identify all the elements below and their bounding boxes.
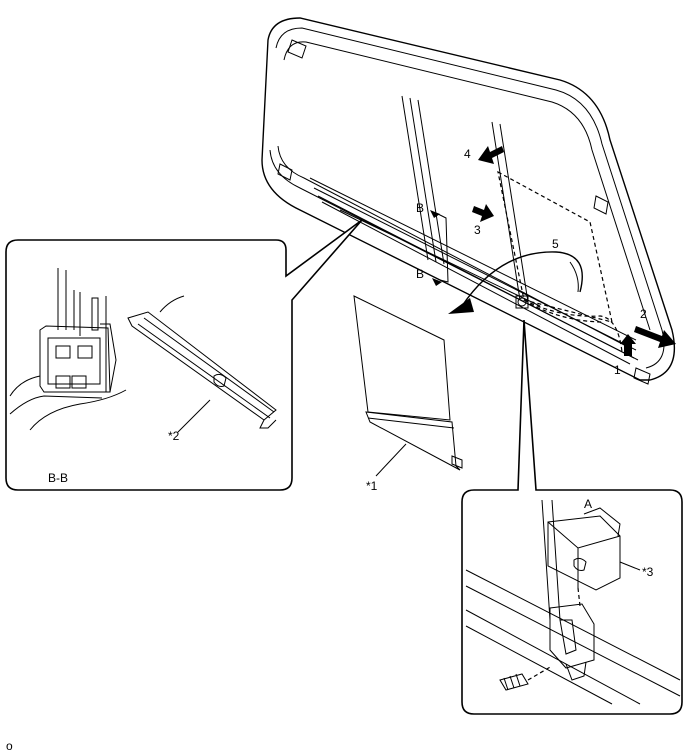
section-detail-panel (5, 219, 363, 491)
arrow-step-4 (478, 146, 504, 164)
section-view-label: B-B (48, 471, 68, 485)
part-1-glass-panel (353, 295, 463, 477)
section-b-bottom-label: B (416, 267, 424, 281)
step-1-label: 1 (614, 363, 621, 377)
lower-channel-rail (309, 177, 637, 365)
step-4-label: 4 (464, 147, 471, 161)
step-3-label: 3 (474, 223, 481, 237)
arrow-step-3 (472, 204, 494, 222)
arrow-step-5 (448, 251, 583, 314)
arrow-step-2 (634, 326, 676, 348)
clip-detail-panel (461, 319, 683, 715)
section-b-top-label: B (416, 201, 424, 215)
sliding-glass-outline (497, 170, 623, 353)
step-5-label: 5 (552, 237, 559, 251)
arrow-step-1 (620, 334, 636, 356)
figure-code-label: o (6, 739, 13, 753)
back-window-frame (261, 17, 676, 385)
step-2-label: 2 (640, 307, 647, 321)
detail-a-label: A (584, 497, 592, 511)
part-2-label: *2 (168, 429, 180, 443)
part-3-label: *3 (642, 565, 654, 579)
latch-clip (515, 295, 529, 309)
section-line-b (430, 210, 449, 286)
part-1-label: *1 (366, 479, 378, 493)
